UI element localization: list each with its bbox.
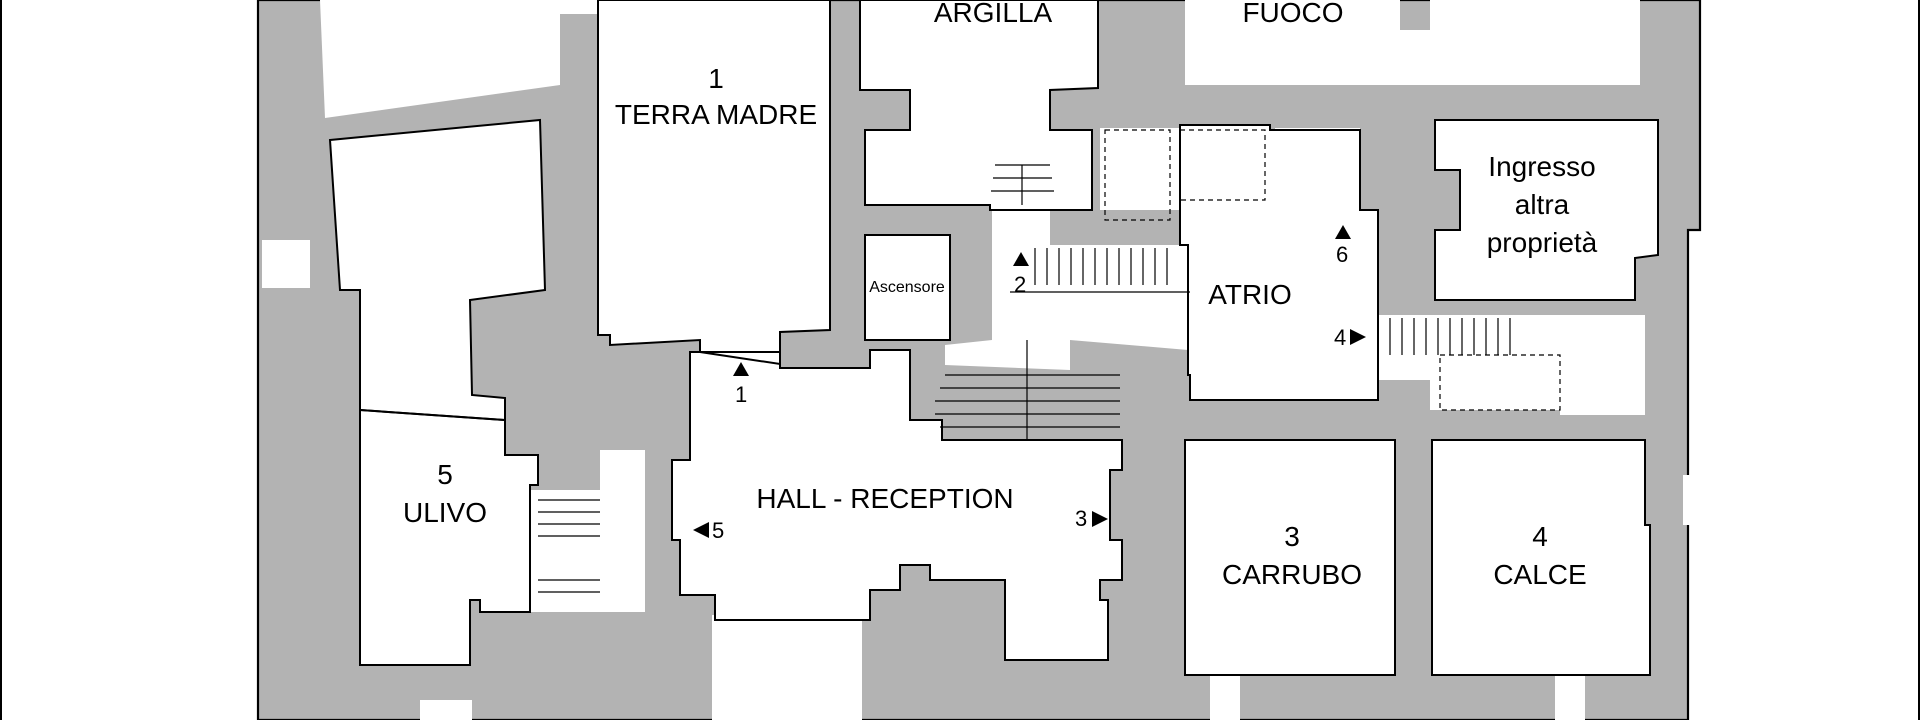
stair-dashed-2	[1104, 129, 1171, 221]
stair-hall	[945, 210, 1188, 370]
ulivo-stair	[530, 490, 600, 612]
window-bottom-1	[420, 700, 472, 720]
marker-4-arrow-icon	[1350, 329, 1366, 345]
label-atrio: ATRIO	[1208, 279, 1291, 310]
room-ingresso	[1435, 120, 1658, 300]
marker-2-arrow-icon	[1013, 252, 1029, 266]
outline-ascensore	[864, 234, 951, 341]
room-fuoco	[1185, 0, 1640, 85]
window-left-1	[262, 240, 310, 288]
label-terra-madre-number: 1	[708, 63, 724, 94]
label-argilla: ARGILLA	[934, 0, 1053, 28]
stair-right-steps	[1389, 318, 1511, 355]
view-markers: 1 2 3 4 5 6	[693, 225, 1366, 543]
room-hall	[672, 350, 1122, 660]
room-outlines	[328, 0, 1659, 676]
marker-5-arrow-icon	[693, 522, 709, 538]
outline-argilla	[859, 0, 1099, 211]
corridor	[600, 450, 645, 612]
marker-3-label: 3	[1075, 506, 1087, 531]
marker-4-label: 4	[1334, 325, 1346, 350]
label-ulivo-number: 5	[437, 459, 453, 490]
label-carrubo-number: 3	[1284, 521, 1300, 552]
label-calce-number: 4	[1532, 521, 1548, 552]
window-bottom-2	[712, 615, 862, 720]
window-right	[1683, 475, 1703, 525]
window-bottom-3	[1210, 675, 1240, 720]
stair-lower	[935, 340, 1120, 440]
stair-main	[1010, 248, 1190, 293]
label-ingresso-1: Ingresso	[1488, 151, 1595, 182]
room-terra-madre	[598, 0, 830, 364]
label-carrubo: CARRUBO	[1222, 559, 1362, 590]
rooms-fill	[262, 0, 1703, 720]
marker-1-arrow-icon	[733, 362, 749, 376]
marker-2-label: 2	[1014, 272, 1026, 297]
room-top-left	[290, 0, 560, 118]
room-argilla	[860, 0, 1098, 210]
marker-6-label: 6	[1336, 242, 1348, 267]
label-calce: CALCE	[1493, 559, 1586, 590]
room-carrubo	[1185, 440, 1395, 675]
stair-right	[1378, 315, 1645, 415]
label-fuoco: FUOCO	[1242, 0, 1343, 28]
small-room	[1275, 128, 1360, 203]
room-ulivo	[360, 410, 538, 665]
outline-atrio	[1179, 124, 1379, 401]
label-ulivo: ULIVO	[403, 497, 487, 528]
outline-carrubo	[1184, 439, 1396, 676]
upper-stair	[1100, 128, 1180, 210]
room-labels: ARGILLA FUOCO 1 TERRA MADRE Ingresso alt…	[403, 0, 1598, 590]
outline-ingresso	[1434, 119, 1659, 301]
room-upper-left	[330, 120, 545, 420]
marker-6-arrow-icon	[1335, 225, 1351, 239]
label-ingresso-3: proprietà	[1487, 227, 1598, 258]
label-ascensore: Ascensore	[869, 279, 945, 296]
room-calce	[1432, 440, 1650, 675]
window-top	[560, 0, 608, 14]
stair-ulivo	[538, 499, 600, 593]
outline-ulivo	[359, 408, 539, 666]
label-ingresso-2: altra	[1515, 189, 1570, 220]
stair-dashed-1	[1439, 354, 1561, 411]
label-hall: HALL - RECEPTION	[756, 483, 1013, 514]
outline-hall	[671, 349, 1123, 661]
outline-upper-left	[328, 118, 547, 422]
label-terra-madre: TERRA MADRE	[615, 99, 817, 130]
room-ascensore	[865, 235, 950, 340]
window-bottom-4	[1555, 675, 1585, 720]
stair-dashed-3	[1179, 129, 1266, 201]
marker-1-label: 1	[735, 382, 747, 407]
marker-5-label: 5	[712, 518, 724, 543]
marker-3-arrow-icon	[1092, 511, 1108, 527]
outline-calce	[1431, 439, 1651, 676]
stair-upper	[991, 164, 1054, 205]
